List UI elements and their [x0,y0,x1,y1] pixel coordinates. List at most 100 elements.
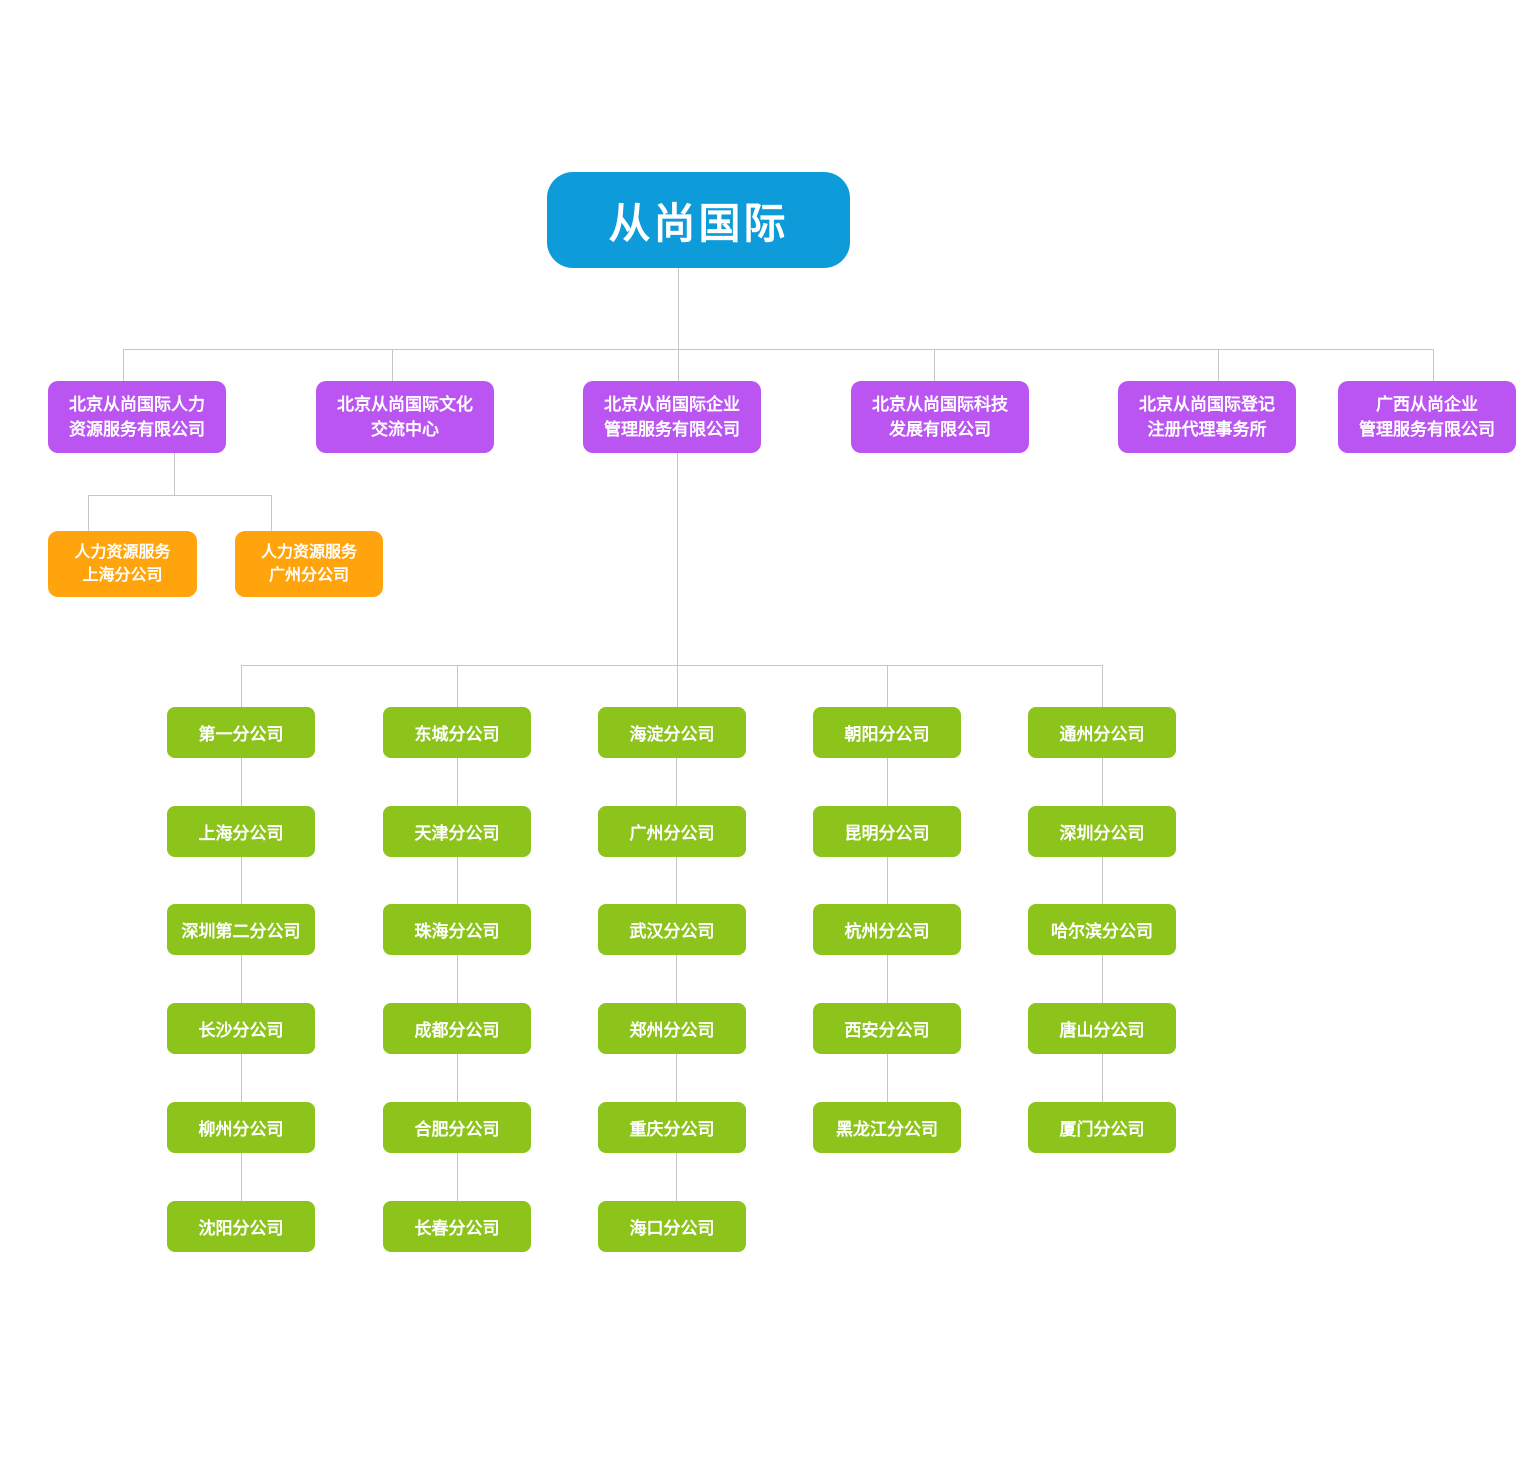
org-node-branch: 深圳第二分公司 [167,904,315,955]
org-node-branch: 唐山分公司 [1028,1003,1176,1054]
node-label: 深圳第二分公司 [181,922,301,941]
org-node-branch: 通州分公司 [1028,707,1176,758]
node-label: 海口分公司 [629,1219,715,1238]
node-label: 重庆分公司 [629,1120,715,1139]
connector-line [887,758,888,806]
org-node-branch: 厦门分公司 [1028,1102,1176,1153]
connector-line [457,1153,458,1201]
org-node-branch: 第一分公司 [167,707,315,758]
connector-line [392,349,393,381]
connector-line [457,955,458,1003]
connector-line [1218,349,1219,381]
node-label: 通州分公司 [1059,725,1145,744]
node-label: 海淀分公司 [629,725,715,744]
node-label: 珠海分公司 [414,922,500,941]
node-label: 唐山分公司 [1059,1021,1145,1040]
org-node-subsidiary-management: 北京从尚国际企业 管理服务有限公司 [583,381,761,453]
node-label-line: 资源服务有限公司 [69,420,205,439]
connector-line [241,1054,242,1102]
connector-line [241,1153,242,1201]
org-node-branch: 海淀分公司 [598,707,746,758]
node-label-line: 上海分公司 [82,567,163,584]
connector-line [241,665,1102,666]
node-label: 长春分公司 [414,1219,500,1238]
org-node-subsidiary-registration: 北京从尚国际登记 注册代理事务所 [1118,381,1296,453]
node-label: 柳州分公司 [198,1120,284,1139]
connector-line [1102,665,1103,707]
org-node-root: 从尚国际 [547,172,850,268]
connector-line [676,955,677,1003]
org-node-branch: 深圳分公司 [1028,806,1176,857]
connector-line [676,1153,677,1201]
node-label-line: 广州分公司 [268,567,349,584]
connector-line [457,1054,458,1102]
node-label: 哈尔滨分公司 [1051,922,1153,941]
node-label: 昆明分公司 [844,824,930,843]
connector-line [676,1054,677,1102]
node-label: 东城分公司 [414,725,500,744]
connector-line [241,758,242,806]
connector-line [1433,349,1434,381]
node-label: 杭州分公司 [844,922,930,941]
node-label-line: 北京从尚国际文化 [337,395,473,414]
org-node-branch: 昆明分公司 [813,806,961,857]
connector-line [1102,955,1103,1003]
node-label-line: 发展有限公司 [889,420,991,439]
org-node-branch: 沈阳分公司 [167,1201,315,1252]
org-node-branch: 柳州分公司 [167,1102,315,1153]
connector-line [887,1054,888,1102]
connector-line [678,349,679,381]
connector-line [1102,758,1103,806]
node-label: 成都分公司 [414,1021,500,1040]
org-node-branch: 黑龙江分公司 [813,1102,961,1153]
org-node-subsidiary-guangxi: 广西从尚企业 管理服务有限公司 [1338,381,1516,453]
connector-line [676,758,677,806]
connector-line [677,453,678,665]
org-node-branch: 海口分公司 [598,1201,746,1252]
node-label: 广州分公司 [629,824,715,843]
node-label: 武汉分公司 [629,922,715,941]
org-node-branch: 武汉分公司 [598,904,746,955]
connector-line [123,349,1433,350]
connector-line [934,349,935,381]
node-label-line: 交流中心 [371,420,439,439]
org-node-branch: 成都分公司 [383,1003,531,1054]
node-label-line: 北京从尚国际企业 [604,395,740,414]
node-label: 朝阳分公司 [844,725,930,744]
org-node-branch: 哈尔滨分公司 [1028,904,1176,955]
org-node-branch: 合肥分公司 [383,1102,531,1153]
node-label: 第一分公司 [198,725,284,744]
org-node-branch: 天津分公司 [383,806,531,857]
connector-line [887,665,888,707]
org-node-branch: 广州分公司 [598,806,746,857]
node-label-line: 注册代理事务所 [1147,420,1267,439]
connector-line [271,495,272,531]
org-node-branch: 上海分公司 [167,806,315,857]
connector-line [88,495,89,531]
node-label: 长沙分公司 [198,1021,284,1040]
org-node-subsidiary-hr: 北京从尚国际人力 资源服务有限公司 [48,381,226,453]
connector-line [677,665,678,707]
org-node-branch: 杭州分公司 [813,904,961,955]
node-label: 西安分公司 [844,1021,930,1040]
node-label: 深圳分公司 [1059,824,1145,843]
node-label: 沈阳分公司 [198,1219,284,1238]
connector-line [887,955,888,1003]
node-label: 天津分公司 [414,824,500,843]
org-node-subsidiary-technology: 北京从尚国际科技 发展有限公司 [851,381,1029,453]
node-label: 黑龙江分公司 [836,1120,938,1139]
connector-line [241,665,242,707]
node-label-line: 人力资源服务 [74,544,171,561]
connector-line [457,857,458,904]
node-label-line: 北京从尚国际科技 [872,395,1008,414]
connector-line [88,495,271,496]
node-label: 合肥分公司 [414,1120,500,1139]
connector-line [457,665,458,707]
node-label: 郑州分公司 [629,1021,715,1040]
node-label-line: 管理服务有限公司 [604,420,740,439]
root-label: 从尚国际 [608,199,789,247]
org-node-hr-branch-guangzhou: 人力资源服务 广州分公司 [235,531,383,597]
org-node-branch: 东城分公司 [383,707,531,758]
org-node-hr-branch-shanghai: 人力资源服务 上海分公司 [48,531,197,597]
